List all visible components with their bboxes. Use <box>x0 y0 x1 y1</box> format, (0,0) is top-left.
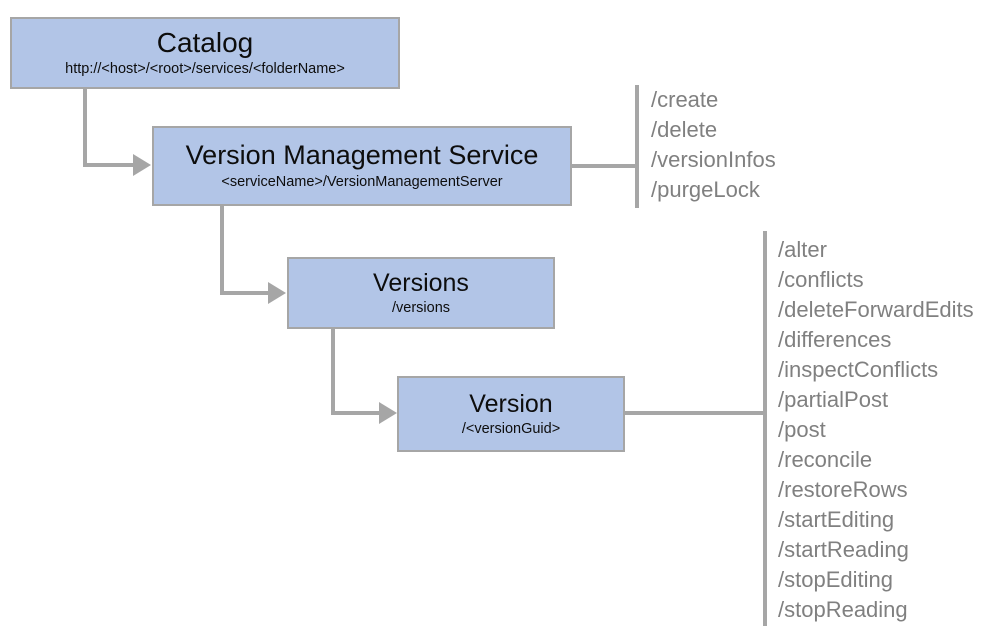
node-catalog-title: Catalog <box>156 26 254 58</box>
connector-catalog-to-service-horizontal <box>83 163 135 167</box>
operation-item[interactable]: /post <box>778 417 826 442</box>
operation-item[interactable]: /startReading <box>778 537 909 562</box>
operation-item[interactable]: /create <box>651 87 719 112</box>
operation-item[interactable]: /partialPost <box>778 387 889 412</box>
node-version-management-service[interactable]: Version Management Service <serviceName>… <box>152 126 572 206</box>
arrowhead-service-to-versions <box>268 282 286 304</box>
operation-item[interactable]: /deleteForwardEdits <box>778 297 974 322</box>
arrowhead-versions-to-version <box>379 402 397 424</box>
operation-item[interactable]: /purgeLock <box>651 177 760 202</box>
bracket-service-operations <box>635 85 639 208</box>
connector-service-to-operations-line <box>572 164 639 168</box>
operation-item[interactable]: /startEditing <box>778 507 895 532</box>
node-catalog-subtitle: http://<host>/<root>/services/<folderNam… <box>65 61 345 78</box>
node-versions[interactable]: Versions /versions <box>287 257 555 329</box>
operation-item[interactable]: /stopEditing <box>778 567 893 592</box>
node-version-title: Version <box>469 389 553 418</box>
operation-item[interactable]: /reconcile <box>778 447 873 472</box>
operation-item[interactable]: /restoreRows <box>778 477 908 502</box>
connector-versions-to-version-vertical <box>331 329 335 414</box>
operation-list-service: /create/delete/versionInfos/purgeLock <box>651 85 776 205</box>
connector-versions-to-version-horizontal <box>331 411 381 415</box>
connector-version-to-operations-line <box>625 411 767 415</box>
connector-service-to-versions-vertical <box>220 206 224 293</box>
connector-service-to-versions-horizontal <box>220 291 270 295</box>
operation-item[interactable]: /conflicts <box>778 267 864 292</box>
connector-catalog-to-service-vertical <box>83 89 87 165</box>
node-version[interactable]: Version /<versionGuid> <box>397 376 625 452</box>
node-versions-title: Versions <box>373 268 469 297</box>
operation-list-version: /alter/conflicts/deleteForwardEdits/diff… <box>778 235 974 625</box>
node-version-subtitle: /<versionGuid> <box>461 420 561 437</box>
operation-item[interactable]: /delete <box>651 117 718 142</box>
operation-item[interactable]: /differences <box>778 327 892 352</box>
node-version-management-service-subtitle: <serviceName>/VersionManagementServer <box>221 173 503 190</box>
operation-item[interactable]: /alter <box>778 237 827 262</box>
arrowhead-catalog-to-service <box>133 154 151 176</box>
node-catalog[interactable]: Catalog http://<host>/<root>/services/<f… <box>10 17 400 89</box>
node-version-management-service-title: Version Management Service <box>185 140 539 171</box>
operation-item[interactable]: /stopReading <box>778 597 908 622</box>
operation-item[interactable]: /versionInfos <box>651 147 776 172</box>
bracket-version-operations <box>763 231 767 626</box>
operation-item[interactable]: /inspectConflicts <box>778 357 939 382</box>
node-versions-subtitle: /versions <box>391 299 451 316</box>
